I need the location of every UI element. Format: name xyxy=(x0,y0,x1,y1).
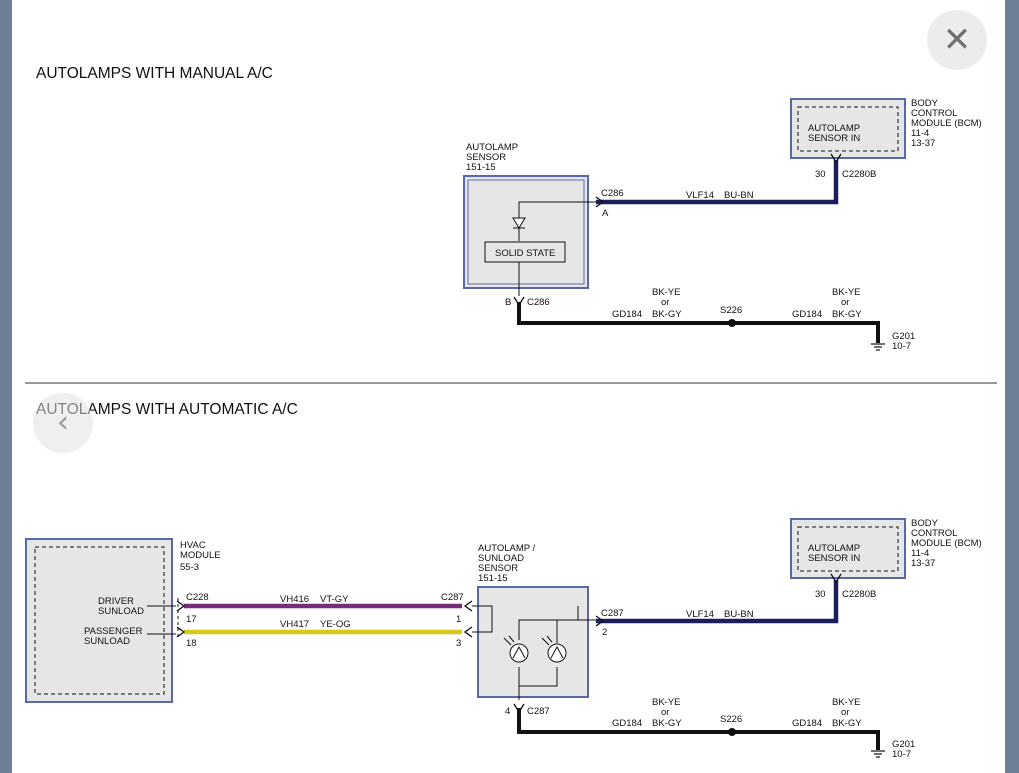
sensor-b-pin-4: 4 xyxy=(505,706,510,717)
previous-button[interactable]: ‹ xyxy=(33,393,93,453)
chevron-left-icon: ‹ xyxy=(57,405,69,440)
gwire-b1-color1: BK-YE xyxy=(652,697,681,708)
svg-text:SOLID STATE: SOLID STATE xyxy=(495,248,555,259)
gwire-a2-circuit: GD184 xyxy=(792,309,822,320)
svg-text:SUNLOAD: SUNLOAD xyxy=(98,606,144,617)
ground-symbol-b xyxy=(871,750,885,758)
sensor-a-connector-top: C286 xyxy=(601,188,624,199)
ground-a-id: G201 xyxy=(892,331,915,342)
gwire-a2-or: or xyxy=(841,297,849,308)
svg-text:11-4: 11-4 xyxy=(911,128,929,139)
svg-text:MODULE: MODULE xyxy=(180,550,221,561)
svg-text:BODY: BODY xyxy=(911,518,939,529)
wire-vh417-color: YE-OG xyxy=(320,619,351,630)
bcm-a-pin: 30 xyxy=(815,169,826,180)
gwire-a2-color1: BK-YE xyxy=(832,287,861,298)
gwire-b2-color1: BK-YE xyxy=(832,697,861,708)
svg-text:CONTROL: CONTROL xyxy=(911,108,957,119)
close-button[interactable]: ✕ xyxy=(927,10,987,70)
gwire-b1-circuit: GD184 xyxy=(612,718,642,729)
svg-text:CONTROL: CONTROL xyxy=(911,528,957,539)
wire-vlf14-a xyxy=(596,160,839,205)
bcm-module-b: AUTOLAMP SENSOR IN BODY CONTROL MODULE (… xyxy=(790,518,982,579)
gwire-b1-color2: BK-GY xyxy=(652,718,682,729)
svg-text:AUTOLAMP: AUTOLAMP xyxy=(808,123,860,134)
autolamp-sensor-a: AUTOLAMP SENSOR 151-15 SOLID STATE xyxy=(463,142,600,296)
hvac-pin-18: 18 xyxy=(186,638,197,649)
autolamp-sunload-sensor: AUTOLAMP / SUNLOAD SENSOR 151-15 xyxy=(472,543,600,700)
svg-text:SENSOR: SENSOR xyxy=(478,563,518,574)
splice-a xyxy=(728,319,736,327)
gwire-a1-color2: BK-GY xyxy=(652,309,682,320)
ground-b-id: G201 xyxy=(892,739,915,750)
sensor-b-connector-bottom: C287 xyxy=(527,706,550,717)
svg-text:PASSENGER: PASSENGER xyxy=(84,626,143,637)
wire-b1-color: BU-BN xyxy=(724,609,754,620)
sensor-a-pin-top: A xyxy=(602,208,609,219)
wire-vh417-circuit: VH417 xyxy=(280,619,309,630)
svg-text:HVAC: HVAC xyxy=(180,540,206,551)
svg-text:DRIVER: DRIVER xyxy=(98,596,134,607)
bcm-module-a: AUTOLAMP SENSOR IN BODY CONTROL MODULE (… xyxy=(790,98,982,159)
gwire-b1-or: or xyxy=(661,707,669,718)
sensor-b-pin-1: 1 xyxy=(456,614,461,625)
svg-text:55-3: 55-3 xyxy=(180,562,199,573)
wiring-diagram: AUTOLAMPS WITH MANUAL A/C AUTOLAMP SENSO… xyxy=(25,65,997,760)
splice-b-label: S226 xyxy=(720,714,742,725)
wire-vh416-color: VT-GY xyxy=(320,594,349,605)
diagram-sheet: AUTOLAMPS WITH MANUAL A/C AUTOLAMP SENSO… xyxy=(12,0,1005,773)
ground-b-ref: 10-7 xyxy=(892,749,911,760)
hvac-pin-17: 17 xyxy=(186,614,197,625)
wire-vh416-circuit: VH416 xyxy=(280,594,309,605)
wire-vlf14-b xyxy=(596,580,839,624)
sensor-b-pin-2: 2 xyxy=(602,627,607,638)
svg-text:SUNLOAD: SUNLOAD xyxy=(478,553,524,564)
svg-text:AUTOLAMP: AUTOLAMP xyxy=(808,543,860,554)
bcm-a-connector: C2280B xyxy=(842,169,876,180)
svg-text:SENSOR IN: SENSOR IN xyxy=(808,553,860,564)
sensor-b-pin-3: 3 xyxy=(456,638,461,649)
diagram-a-title: AUTOLAMPS WITH MANUAL A/C xyxy=(36,65,273,82)
bcm-b-pin: 30 xyxy=(815,589,826,600)
close-icon: ✕ xyxy=(942,20,972,60)
ground-symbol-a xyxy=(871,343,885,351)
svg-text:MODULE (BCM): MODULE (BCM) xyxy=(911,118,982,129)
gwire-a2-color2: BK-GY xyxy=(832,309,862,320)
svg-text:BODY: BODY xyxy=(911,98,939,109)
hvac-connector: C228 xyxy=(186,592,209,603)
ground-a-ref: 10-7 xyxy=(892,341,911,352)
svg-text:AUTOLAMP /: AUTOLAMP / xyxy=(478,543,536,554)
svg-text:13-37: 13-37 xyxy=(911,138,935,149)
sensor-a-pin-bottom: B xyxy=(505,297,511,308)
svg-text:151-15: 151-15 xyxy=(466,162,496,173)
hvac-module: DRIVER SUNLOAD PASSENGER SUNLOAD HVAC MO… xyxy=(25,538,221,703)
bcm-b-connector: C2280B xyxy=(842,589,876,600)
svg-text:151-15: 151-15 xyxy=(478,573,508,584)
splice-a-label: S226 xyxy=(720,305,742,316)
diagram-b-title: AUTOLAMPS WITH AUTOMATIC A/C xyxy=(36,401,298,418)
gwire-b2-or: or xyxy=(841,707,849,718)
gwire-b2-color2: BK-GY xyxy=(832,718,862,729)
ground-wire-a xyxy=(517,302,880,343)
gwire-a1-circuit: GD184 xyxy=(612,309,642,320)
svg-text:SUNLOAD: SUNLOAD xyxy=(84,636,130,647)
svg-text:MODULE (BCM): MODULE (BCM) xyxy=(911,538,982,549)
gwire-a1-or: or xyxy=(661,297,669,308)
ground-wire-b xyxy=(517,708,880,750)
gwire-a1-color1: BK-YE xyxy=(652,287,681,298)
svg-text:SENSOR: SENSOR xyxy=(466,152,506,163)
svg-text:AUTOLAMP: AUTOLAMP xyxy=(466,142,518,153)
splice-b xyxy=(728,728,736,736)
gwire-b2-circuit: GD184 xyxy=(792,718,822,729)
sensor-b-connector-right: C287 xyxy=(601,608,624,619)
svg-text:SENSOR IN: SENSOR IN xyxy=(808,133,860,144)
wire-a1-color: BU-BN xyxy=(724,190,754,201)
sensor-b-connector-left: C287 xyxy=(441,592,464,603)
sensor-a-connector-bottom: C286 xyxy=(527,297,550,308)
svg-text:13-37: 13-37 xyxy=(911,558,935,569)
svg-text:11-4: 11-4 xyxy=(911,548,929,559)
wire-b1-circuit: VLF14 xyxy=(686,609,714,620)
wire-a1-circuit: VLF14 xyxy=(686,190,714,201)
